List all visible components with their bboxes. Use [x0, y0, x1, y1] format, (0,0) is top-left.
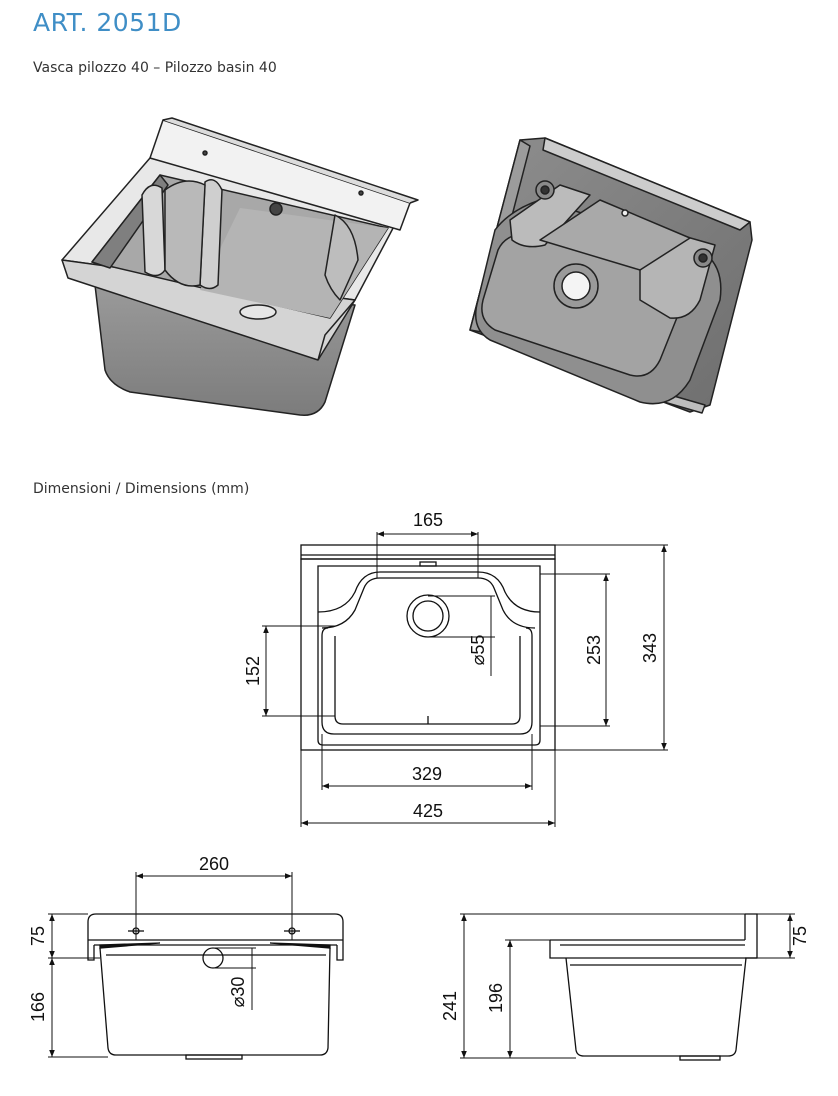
dim-inner-depth: 253 — [584, 635, 604, 665]
dim-rim-height: 75 — [28, 926, 48, 946]
dim-back-height: 75 — [790, 926, 810, 946]
basin-render-underside — [469, 137, 753, 414]
dim-hole-diameter: ⌀30 — [228, 977, 248, 1008]
dim-drain-diameter: ⌀55 — [468, 635, 488, 666]
basin-render-front — [61, 117, 419, 416]
dim-overall-width: 425 — [413, 801, 443, 821]
dim-inner-width: 329 — [412, 764, 442, 784]
dim-body-height: 166 — [28, 992, 48, 1022]
top-view-dimension-lines — [262, 531, 668, 827]
dim-shelf-depth: 152 — [243, 656, 263, 686]
dimensions-heading: Dimensioni / Dimensions (mm) — [33, 481, 250, 497]
dim-overall-depth: 343 — [640, 633, 660, 663]
dim-hole-spacing: 260 — [199, 854, 229, 874]
side-view-drawing — [549, 913, 758, 1061]
front-view-dimension-lines — [48, 872, 293, 1058]
side-view-dimension-lines — [460, 913, 795, 1059]
page-subtitle: Vasca pilozzo 40 – Pilozzo basin 40 — [33, 60, 277, 76]
page-title: ART. 2051D — [33, 8, 182, 37]
dim-drain-spacing: 165 — [413, 510, 443, 530]
front-view-drawing — [87, 913, 344, 1060]
top-view-drawing — [300, 544, 556, 751]
dim-total-height: 241 — [440, 991, 460, 1021]
dim-basin-height: 196 — [486, 983, 506, 1013]
